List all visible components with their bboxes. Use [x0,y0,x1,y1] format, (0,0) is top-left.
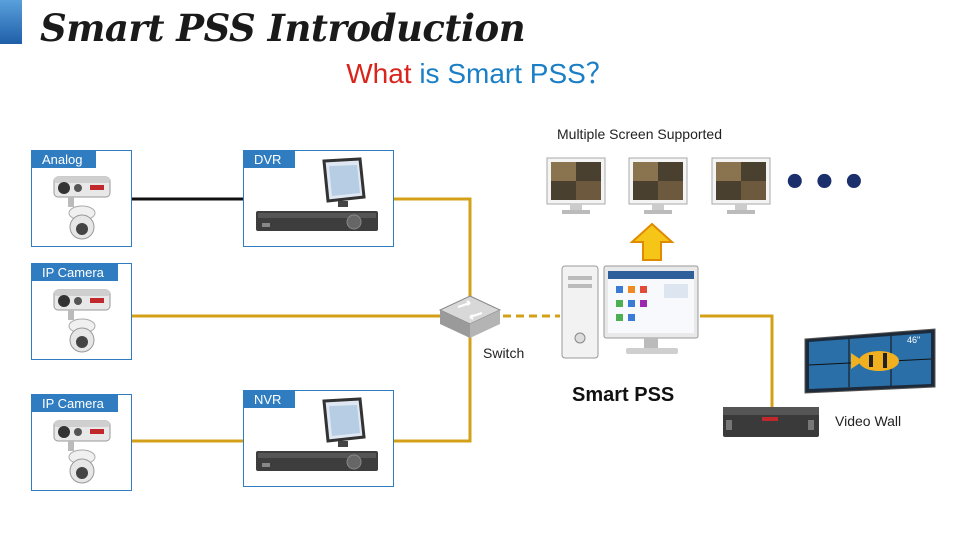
analog-label: Analog [32,151,97,168]
nvr-label: NVR [244,391,296,408]
title-accent-bar [0,0,22,44]
dome-camera-icon [68,449,96,484]
bullet-camera-icon [53,176,111,207]
dvr-switch-cable [392,197,472,300]
bullet-camera-icon [53,289,111,320]
ip-camera-box-2: IP Camera [31,394,132,491]
screen-monitor-icon [546,157,606,214]
dome-camera-icon [68,318,96,353]
multiple-screen-label: Multiple Screen Supported [557,126,722,142]
dvr-box: DVR [243,150,394,247]
bullet-camera-icon [53,420,111,451]
pss-videowall-cable [700,314,774,412]
video-wall-size-badge: 46" [907,335,920,345]
ip-camera-label-1: IP Camera [32,264,118,281]
video-wall-controller-icon [723,407,819,437]
nvr-box: NVR [243,390,394,487]
subtitle-rest: is Smart PSS？ [411,58,614,89]
smart-pss-computer-icon [561,265,699,359]
page-title: Smart PSS Introduction [40,6,526,50]
screen-monitor-icon [711,157,771,214]
network-switch-icon [438,295,502,338]
smart-pss-label: Smart PSS [572,384,675,406]
recorder-icon [256,451,378,471]
video-wall-label: Video Wall [835,413,902,429]
recorder-icon [256,211,378,231]
ip-camera-box-1: IP Camera [31,263,132,360]
monitor-icon [322,397,366,447]
up-arrow-icon [629,222,675,261]
switch-label: Switch [483,345,525,361]
nvr-switch-uplink [392,332,472,443]
ellipsis-dots: ••• [782,160,871,206]
screen-monitor-icon [628,157,688,214]
video-wall-icon: 46" [804,328,936,394]
dvr-label: DVR [244,151,296,168]
monitor-icon [322,157,366,207]
subtitle-what: What [346,58,412,89]
analog-camera-box: Analog [31,150,132,247]
dome-camera-icon [68,205,96,240]
ip-camera-label-2: IP Camera [32,395,118,412]
page-subtitle: What is Smart PSS？ [0,52,960,92]
